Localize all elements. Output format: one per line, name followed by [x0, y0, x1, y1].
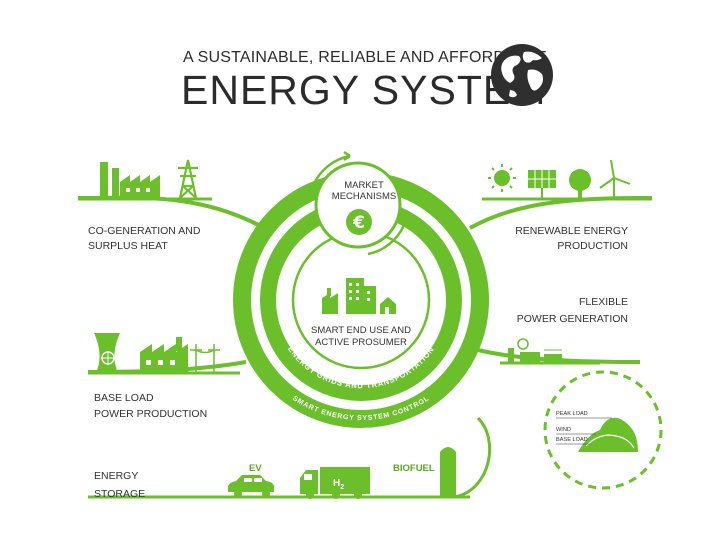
market-mechanisms-bubble — [311, 150, 406, 256]
base-load-label: BASE LOAD — [556, 437, 588, 443]
euro-icon: € — [346, 209, 372, 235]
renewable-label-line1: RENEWABLE ENERGY — [515, 225, 628, 237]
cogeneration-label-line1: CO-GENERATION AND — [88, 225, 201, 237]
solar-panel-icon — [528, 170, 556, 198]
enduse-label-line2: ACTIVE PROSUMER — [315, 337, 407, 348]
renewable-label-line2: PRODUCTION — [557, 240, 628, 252]
baseload-label-line1: BASE LOAD — [94, 392, 154, 404]
car-icon — [228, 475, 274, 498]
cogeneration-label-line2: SURPLUS HEAT — [88, 240, 168, 252]
cooling-tower-icon — [94, 333, 120, 373]
power-plant-icon — [140, 337, 188, 373]
ev-label: EV — [249, 463, 262, 474]
wind-label: WIND — [556, 427, 571, 433]
title-subtitle: A SUSTAINABLE, RELIABLE AND AFFORDABLE — [183, 49, 547, 66]
storage-connector — [454, 416, 492, 499]
baseload-label-line2: POWER PRODUCTION — [94, 408, 207, 420]
truck-icon — [300, 467, 370, 499]
power-line-icon — [190, 344, 220, 373]
factory-icon — [100, 162, 160, 198]
biofuel-silo-icon — [440, 447, 456, 497]
globe-icon — [491, 44, 553, 106]
buildings-icon — [322, 278, 396, 314]
flexible-label-line2: POWER GENERATION — [517, 313, 628, 325]
h2-label: H — [333, 478, 340, 489]
h2-subscript: 2 — [340, 484, 344, 491]
tree-icon — [569, 169, 591, 199]
flexible-plant-icon — [508, 338, 562, 363]
enduse-label-line1: SMART END USE AND — [311, 325, 411, 336]
market-label-line2: MECHANISMS — [332, 191, 396, 202]
title-main: ENERGY SYSTEM — [181, 67, 546, 113]
peak-load-label: PEAK LOAD — [556, 411, 588, 417]
load-chart-circle — [543, 370, 663, 490]
biofuel-label: BIOFUEL — [393, 463, 435, 474]
pylon-icon — [178, 159, 198, 199]
wind-turbine-icon — [599, 159, 631, 198]
market-label-line1: MARKET — [344, 180, 384, 191]
euro-symbol: € — [352, 213, 365, 233]
svg-text:H2: H2 — [333, 478, 344, 491]
flexible-label-line1: FLEXIBLE — [579, 296, 628, 308]
storage-label-line1: ENERGY — [94, 470, 138, 482]
storage-label-line2: STORAGE — [94, 488, 145, 500]
sun-icon — [488, 164, 516, 192]
